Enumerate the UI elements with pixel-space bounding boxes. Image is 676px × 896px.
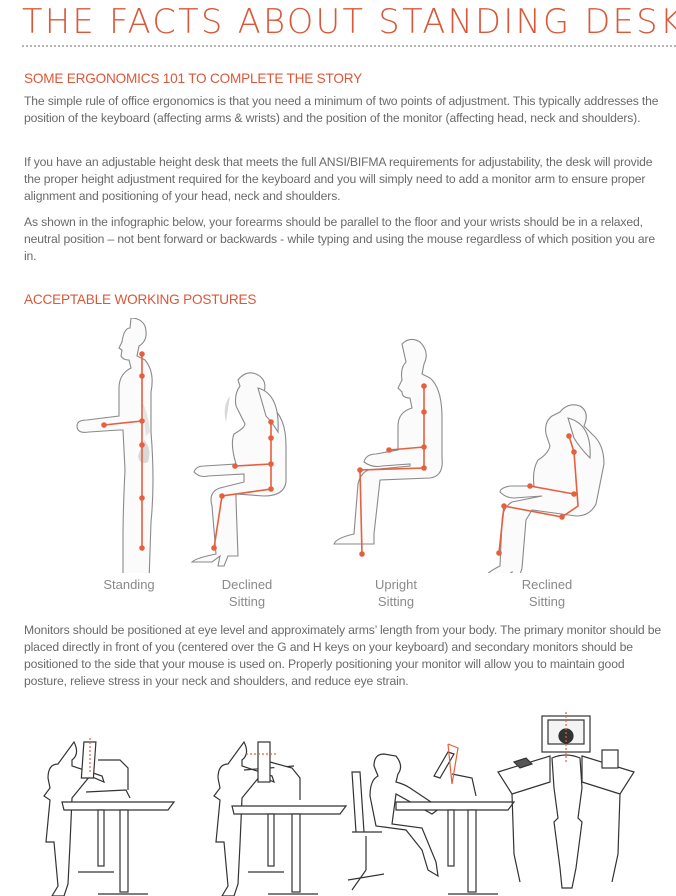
caption-line: Sitting xyxy=(377,594,415,609)
caption-line: Upright xyxy=(375,577,417,592)
monitor-illustrations xyxy=(43,712,635,896)
page-title: THE FACTS ABOUT STANDING DESKS xyxy=(22,2,676,41)
standing-man-figure xyxy=(76,318,154,573)
caption-line: Sitting xyxy=(228,594,266,609)
section-heading-ergonomics: SOME ERGONOMICS 101 TO COMPLETE THE STOR… xyxy=(24,71,363,86)
declined-sitting-woman-figure xyxy=(190,372,287,567)
caption-declined-sitting: Declined Sitting xyxy=(192,576,302,610)
monitor-distance-adjust xyxy=(213,740,348,896)
title-divider xyxy=(22,45,676,47)
caption-line: Reclined xyxy=(521,577,573,592)
paragraph-two-points: The simple rule of office ergonomics is … xyxy=(24,94,659,125)
tilt-arc-icon xyxy=(447,743,459,785)
caption-line: Declined xyxy=(221,577,273,592)
caption-standing: Standing xyxy=(74,576,184,593)
upright-sitting-man-figure xyxy=(333,338,443,545)
caption-upright-sitting: Upright Sitting xyxy=(341,576,451,610)
paragraph-monitors: Monitors should be positioned at eye lev… xyxy=(24,623,662,688)
monitor-height-adjust xyxy=(43,740,176,896)
caption-line: Sitting xyxy=(528,594,566,609)
section-heading-postures: ACCEPTABLE WORKING POSTURES xyxy=(24,292,257,307)
caption-reclined-sitting: Reclined Sitting xyxy=(492,576,602,610)
postures-illustration xyxy=(76,318,605,573)
caption-line: Standing xyxy=(103,577,155,592)
paragraph-ansi-bifma: If you have an adjustable height desk th… xyxy=(24,155,653,203)
paragraph-forearms: As shown in the infographic below, your … xyxy=(24,215,656,263)
monitor-tilt-adjust xyxy=(347,751,516,895)
